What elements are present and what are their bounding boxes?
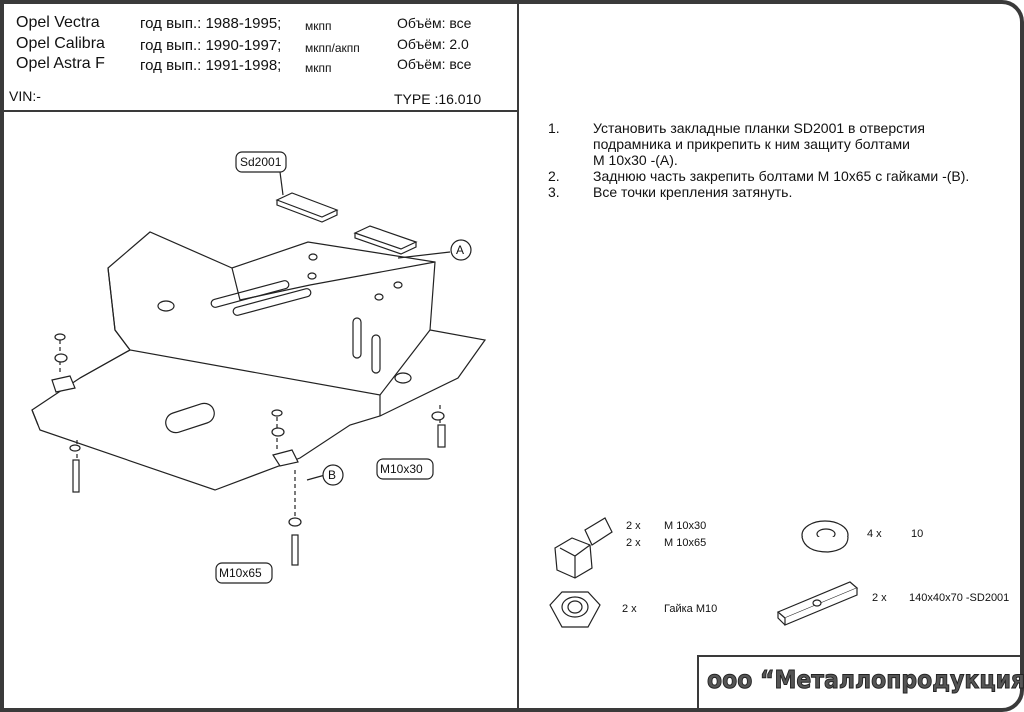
part-qty: 2 x	[872, 592, 887, 604]
instruction-item: 1. Установить закладные планки SD2001 в …	[548, 120, 925, 168]
vehicle-volume: Объём: 2.0	[397, 36, 469, 52]
vehicle-model: Opel Vectra	[16, 14, 100, 31]
washer-icon	[801, 520, 849, 553]
part-name: 10	[911, 528, 924, 540]
instructions: 1. Установить закладные планки SD2001 в …	[548, 120, 969, 200]
nut-icon	[549, 591, 601, 628]
vin-label: VIN:-	[9, 88, 41, 104]
vehicle-model: Opel Astra F	[16, 55, 105, 72]
company-logo: ооо “Металлопродукция”	[707, 665, 1024, 695]
vehicle-years: год вып.: 1990-1997;	[140, 37, 282, 54]
vehicle-volume: Объём: все	[397, 56, 472, 72]
plate-icon	[776, 581, 859, 626]
part-name: 140x40x70 -SD2001	[909, 592, 1010, 604]
sd2001-callout	[235, 151, 287, 173]
vehicle-model: Opel Calibra	[16, 35, 105, 52]
shield-plate	[31, 231, 487, 491]
part-qty: 2 x	[626, 520, 641, 532]
vertical-divider	[517, 4, 519, 708]
part-qty: 2 x	[622, 603, 637, 615]
header-divider	[4, 110, 518, 112]
company-logo-box: ооо “Металлопродукция”	[697, 655, 1024, 710]
vehicle-transmission: мкпп/акпп	[305, 41, 360, 55]
m10x65-label: M10x65	[219, 566, 262, 580]
bolt-icon	[554, 517, 613, 579]
instruction-item: 3. Все точки крепления затянуть.	[548, 184, 793, 200]
part-name: Гайка М10	[664, 603, 718, 615]
part-name: M 10x65	[664, 537, 707, 549]
part-name: M 10x30	[664, 520, 707, 532]
m10x30-label: M10x30	[380, 462, 423, 476]
callout-b: B	[328, 468, 337, 482]
vehicle-years: год вып.: 1991-1998;	[140, 57, 282, 74]
sd2001-plates	[275, 171, 418, 255]
vehicle-transmission: мкпп	[305, 61, 332, 75]
part-qty: 2 x	[626, 537, 641, 549]
instruction-item: 2. Заднюю часть закрепить болтами М 10x6…	[548, 168, 970, 184]
callout-a: A	[456, 243, 465, 257]
vehicle-transmission: мкпп	[305, 19, 332, 33]
vehicle-years: год вып.: 1988-1995;	[140, 15, 282, 32]
type-label: TYPE :16.010	[394, 91, 482, 107]
vehicle-volume: Объём: все	[397, 15, 472, 31]
part-qty: 4 x	[867, 528, 882, 540]
sd2001-label: Sd2001	[240, 155, 282, 169]
